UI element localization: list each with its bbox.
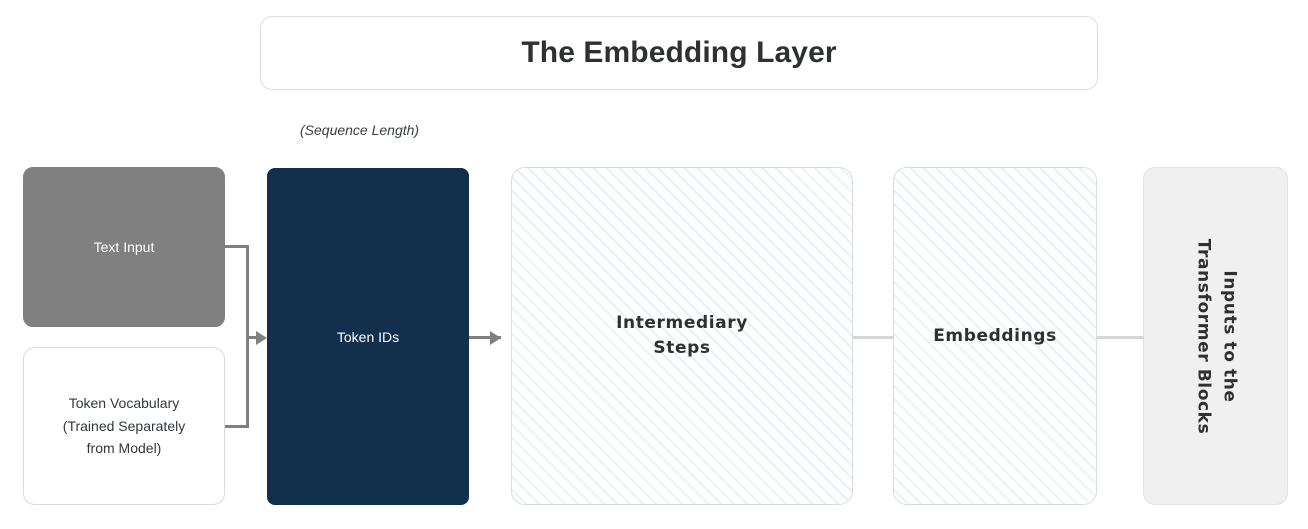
node-transformer-inputs-label: Inputs to the Transformer Blocks [1190,238,1241,434]
node-token-vocabulary-line3: from Model) [86,440,162,457]
node-text-input-label: Text Input [93,238,155,255]
node-transformer-inputs[interactable]: Inputs to the Transformer Blocks [1143,167,1288,505]
caption-sequence-length: (Sequence Length) [300,122,420,138]
connector-token-vocabulary-stub [225,425,249,428]
node-token-vocabulary-line1: Token Vocabulary [68,395,180,412]
node-transformer-inputs-line1: Inputs to the [1219,269,1240,403]
node-intermediary-steps-label: Intermediary Steps [616,311,748,360]
connector-embeddings-to-transformer-inputs [1097,336,1144,339]
arrowhead-into-token-ids [256,331,267,345]
arrowhead-into-intermediary-steps [490,331,501,345]
node-token-vocabulary-line2: (Trained Separately [62,417,186,434]
node-transformer-inputs-line2: Transformer Blocks [1193,238,1214,434]
node-intermediary-steps-line1: Intermediary [616,313,748,334]
node-embeddings[interactable]: Embeddings [893,167,1097,505]
page-title: The Embedding Layer [521,36,837,69]
node-token-ids-label: Token IDs [336,328,400,345]
node-intermediary-steps[interactable]: Intermediary Steps [511,167,853,505]
connector-intermediary-to-embeddings [853,336,894,339]
title-card: The Embedding Layer [260,16,1098,90]
connector-token-ids-to-intermediary [469,336,501,339]
node-token-vocabulary[interactable]: Token Vocabulary (Trained Separately fro… [23,347,225,505]
node-token-vocabulary-label: Token Vocabulary (Trained Separately fro… [63,392,185,459]
node-text-input[interactable]: Text Input [23,167,225,327]
connector-text-input-stub [225,245,249,248]
node-embeddings-label: Embeddings [933,325,1057,346]
node-intermediary-steps-line2: Steps [653,338,711,358]
connector-merge-horizontal [246,336,264,339]
node-token-ids[interactable]: Token IDs [267,168,469,505]
